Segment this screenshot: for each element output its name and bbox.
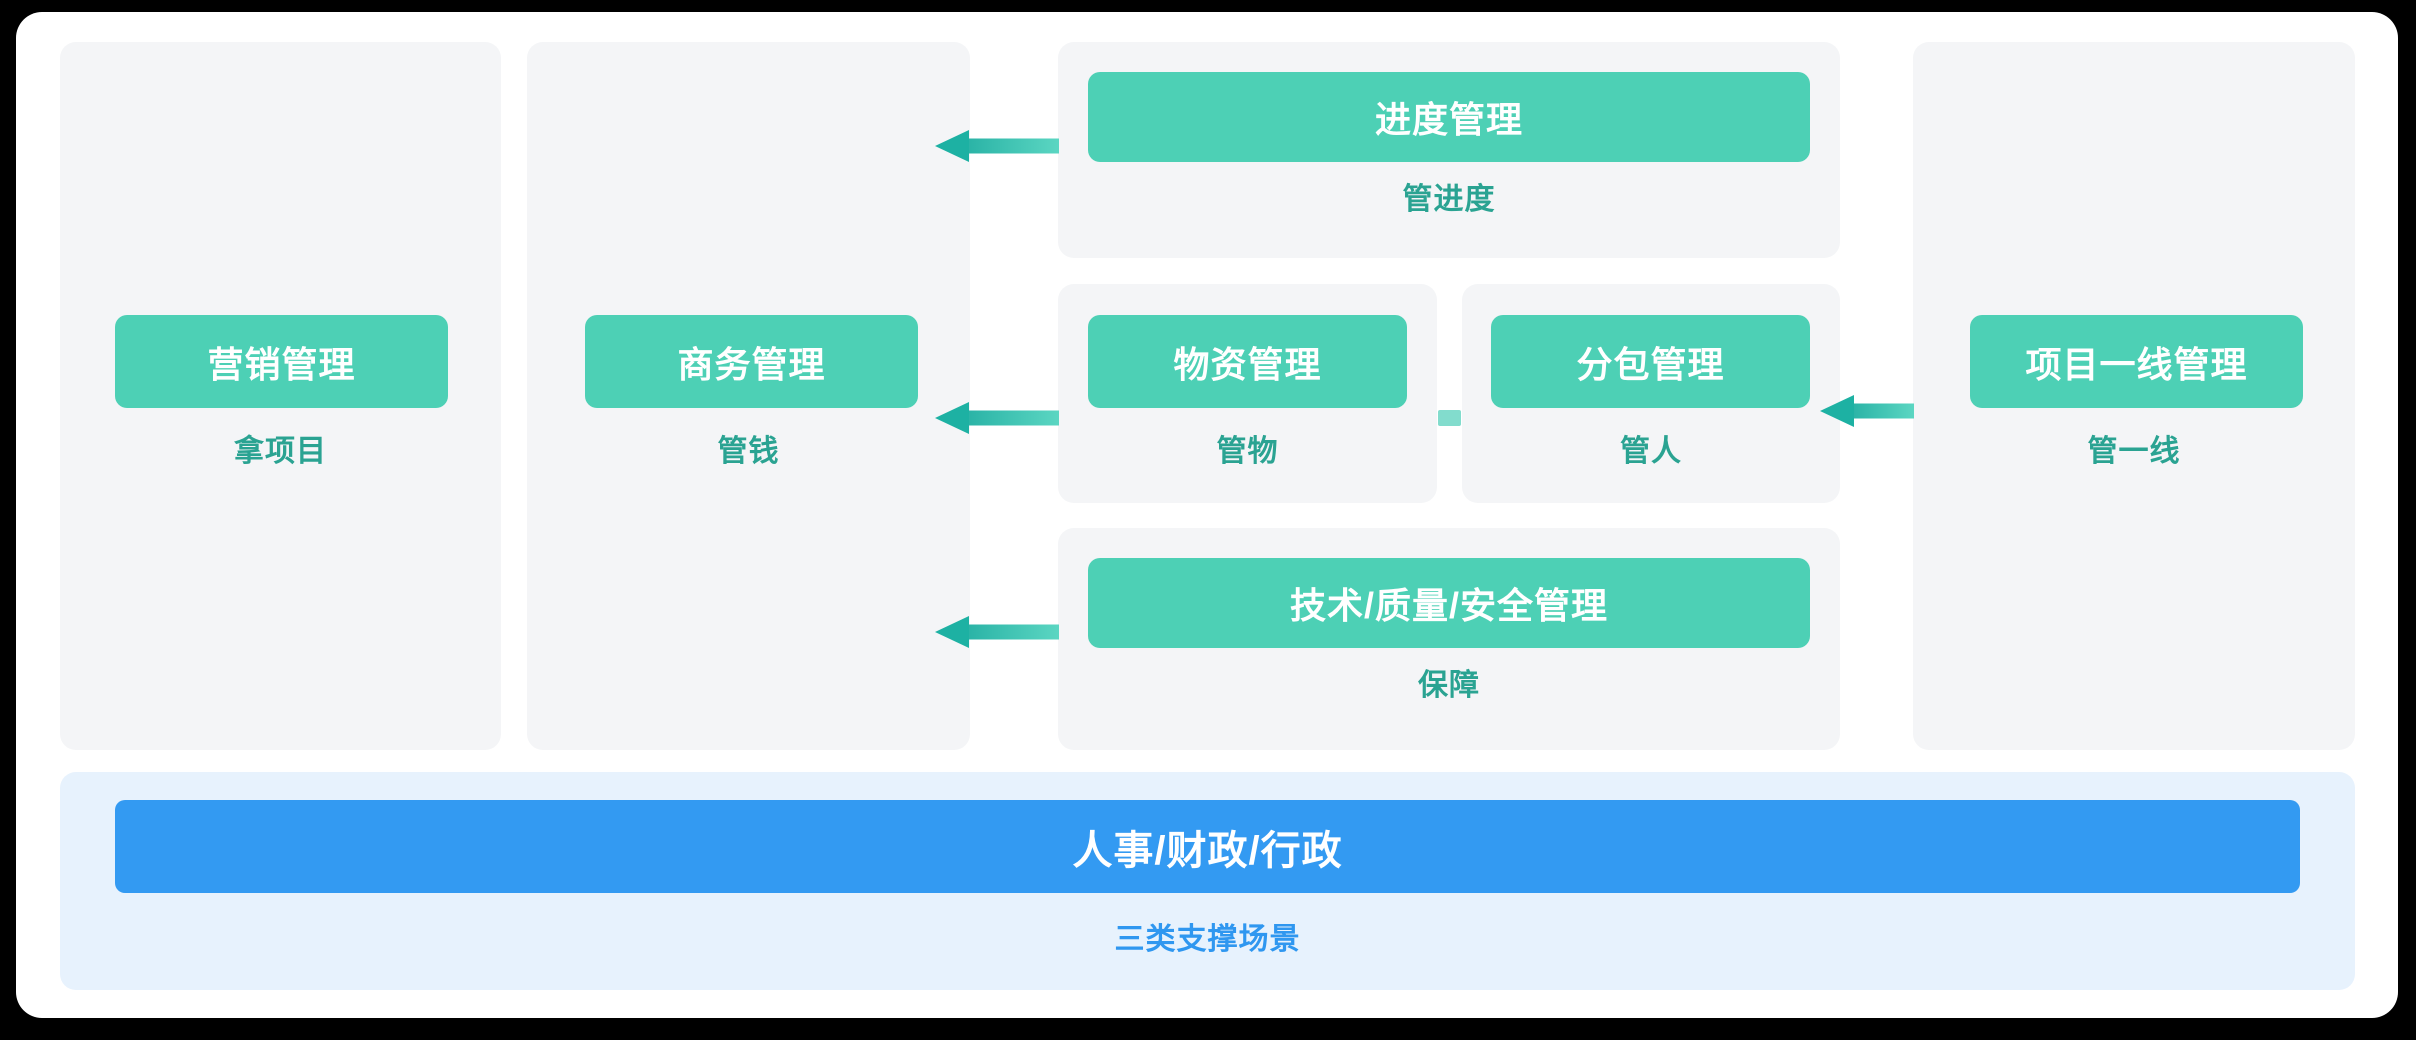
arrow-frontline-to-subcontract bbox=[1820, 395, 1914, 427]
caption-materials: 管物 bbox=[1216, 435, 1279, 468]
arrow-progress-to-business bbox=[935, 130, 1059, 162]
connector-materials-subcontract bbox=[1438, 410, 1461, 426]
node-marketing: 营销管理 bbox=[115, 315, 448, 408]
node-tech: 技术/质量/安全管理 bbox=[1088, 558, 1810, 648]
node-subcontract: 分包管理 bbox=[1491, 315, 1810, 408]
node-business: 商务管理 bbox=[585, 315, 918, 408]
node-frontline: 项目一线管理 bbox=[1970, 315, 2303, 408]
caption-subcontract: 管人 bbox=[1620, 435, 1682, 468]
caption-business: 管钱 bbox=[717, 435, 780, 468]
caption-frontline: 管一线 bbox=[2087, 435, 2181, 468]
caption-progress: 管进度 bbox=[1402, 183, 1496, 216]
caption-marketing: 拿项目 bbox=[234, 435, 327, 468]
arrow-materials-to-business bbox=[935, 402, 1059, 434]
arrow-tech-to-business bbox=[935, 616, 1059, 648]
caption-tech: 保障 bbox=[1418, 669, 1480, 702]
node-progress: 进度管理 bbox=[1088, 72, 1810, 162]
caption-support: 三类支撑场景 bbox=[1114, 923, 1301, 956]
node-materials: 物资管理 bbox=[1088, 315, 1407, 408]
node-support: 人事/财政/行政 bbox=[115, 800, 2300, 893]
